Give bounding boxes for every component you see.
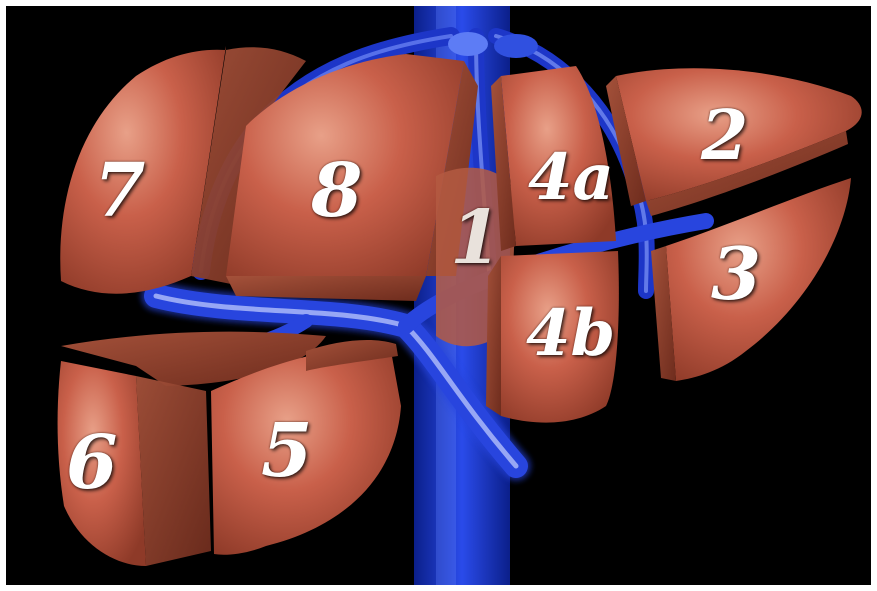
- segment-1-label: 1: [450, 201, 502, 275]
- segment-5-label: 5: [261, 414, 313, 488]
- segment-3-label: 3: [711, 238, 761, 310]
- image-frame: 7 8 1 4a 2 3 4b 6 5: [6, 6, 871, 585]
- segment-2-label: 2: [701, 102, 748, 170]
- segment-4a-label: 4a: [528, 146, 614, 210]
- segment-7-label: 7: [94, 154, 146, 228]
- segment-6-label: 6: [66, 426, 118, 500]
- segment-4b-label: 4b: [526, 302, 615, 366]
- segment-8-label: 8: [311, 154, 363, 228]
